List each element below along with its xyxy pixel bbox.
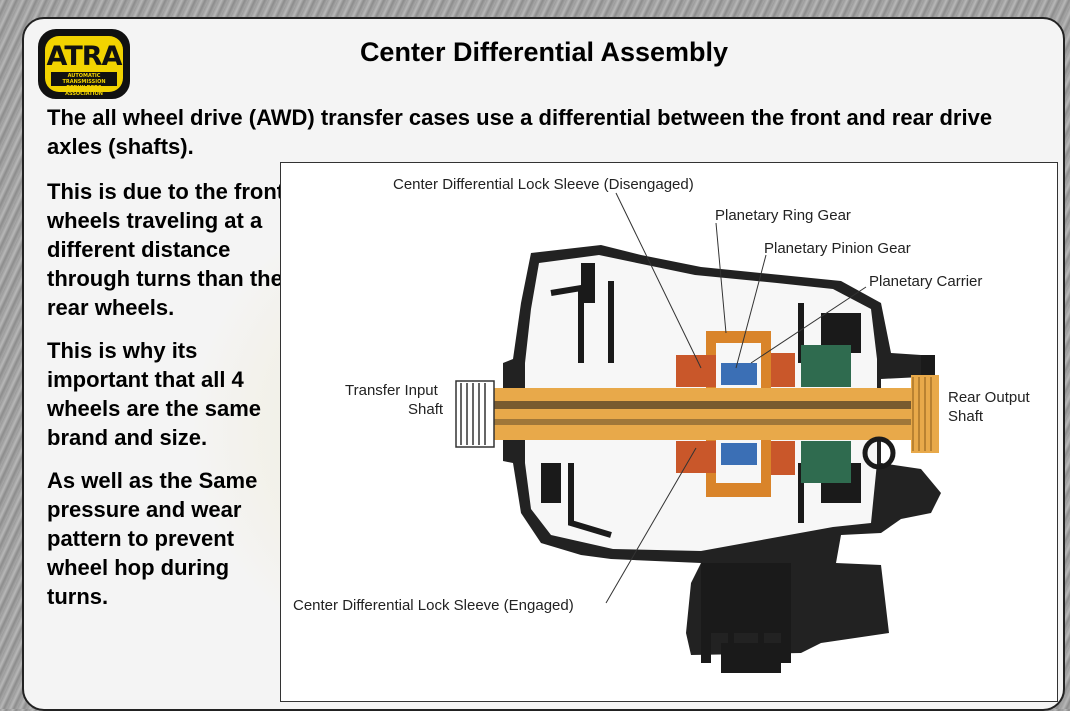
explanation-text: This is due to the front wheels travelin…: [47, 177, 287, 625]
label-lock-sleeve-engaged: Center Differential Lock Sleeve (Engaged…: [293, 597, 574, 614]
transfer-case-diagram: Center Differential Lock Sleeve (Disenga…: [280, 162, 1058, 702]
input-shaft-splines: [455, 380, 495, 448]
planetary-carrier: [721, 363, 757, 385]
slide-title: Center Differential Assembly: [359, 37, 729, 67]
transfer-case-cutaway-illustration: [455, 192, 941, 673]
label-transfer-input-shaft-1: Transfer Input: [345, 382, 438, 399]
front-output-housing: [701, 563, 791, 673]
label-planetary-ring-gear: Planetary Ring Gear: [715, 207, 851, 224]
label-rear-output-shaft-1: Rear Output: [948, 389, 1030, 406]
label-lock-sleeve-disengaged: Center Differential Lock Sleeve (Disenga…: [393, 176, 694, 193]
intro-text: The all wheel drive (AWD) transfer cases…: [47, 105, 993, 159]
main-shaft: [456, 388, 926, 440]
rear-output-flange: [911, 355, 939, 453]
paragraph-tires: This is why its important that all 4 whe…: [47, 338, 262, 450]
paragraph-pressure: As well as the Same pressure and wear pa…: [47, 468, 258, 609]
label-planetary-carrier: Planetary Carrier: [869, 273, 983, 290]
slide: ATRA AUTOMATIC TRANSMISSION REBUILDERS A…: [22, 17, 1065, 711]
leader-lines: [605, 192, 867, 604]
label-rear-output-shaft-2: Shaft: [948, 408, 984, 425]
paragraph-reason: This is due to the front wheels travelin…: [47, 179, 285, 320]
bearing: [862, 436, 896, 470]
label-transfer-input-shaft-2: Shaft: [408, 401, 444, 418]
rear-drive-gear: [801, 345, 851, 387]
label-planetary-pinion-gear: Planetary Pinion Gear: [764, 240, 911, 257]
planetary-pinion-gear: [676, 355, 716, 387]
atra-logo: ATRA AUTOMATIC TRANSMISSION REBUILDERS A…: [38, 29, 130, 99]
